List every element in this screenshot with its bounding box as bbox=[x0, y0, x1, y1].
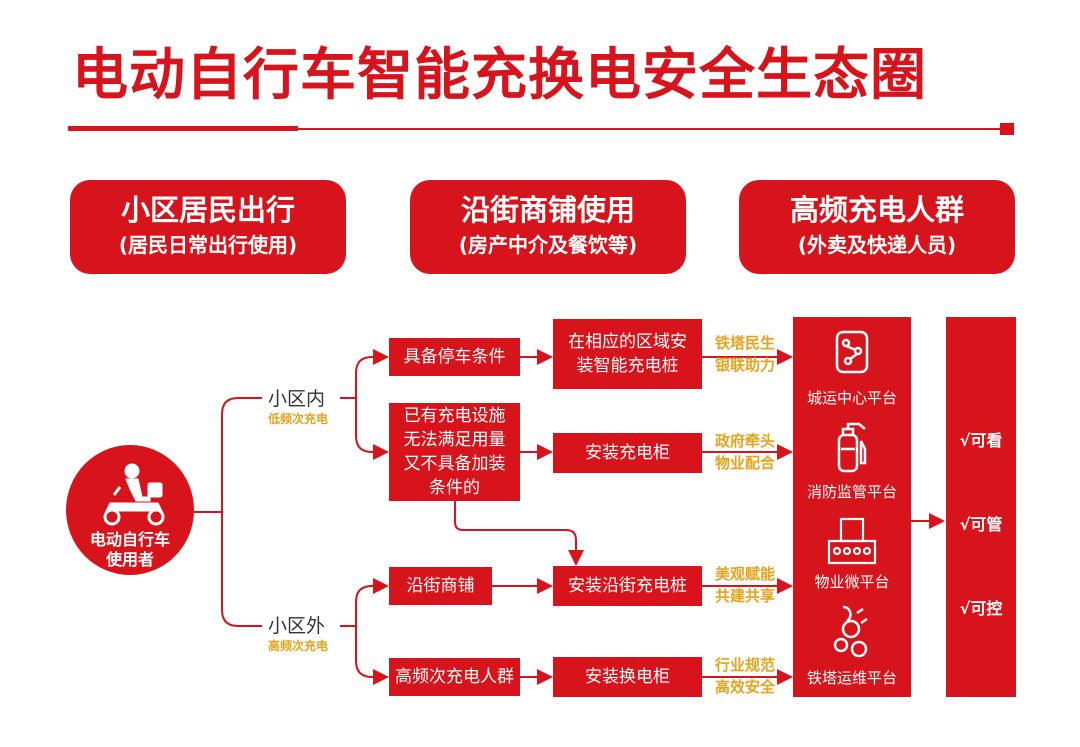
fire-extinguisher-icon bbox=[837, 422, 867, 473]
note-2-line2: 物业配合 bbox=[714, 454, 775, 472]
user-label: 电动自行车 使用者 bbox=[66, 530, 194, 570]
condition-existing-line1: 已有充电设施 bbox=[403, 406, 506, 426]
solution-street-pile: 安装沿街充电桩 bbox=[553, 566, 702, 606]
note-4-line2: 高效安全 bbox=[714, 678, 775, 696]
note-2: 政府牵头 物业配合 bbox=[708, 430, 782, 474]
note-1-line2: 银联助力 bbox=[714, 356, 775, 374]
result-controllable: √可控 bbox=[959, 599, 1003, 618]
condition-highfreq: 高频次充电人群 bbox=[389, 658, 520, 696]
category-highfreq: 高频充电人群 (外卖及快递人员) bbox=[739, 180, 1015, 274]
category-shops-sub: (房产中介及餐饮等) bbox=[458, 233, 638, 257]
branch-inside-sub: 低频次充电 bbox=[268, 412, 329, 426]
user-node bbox=[66, 445, 194, 575]
note-3: 美观赋能 共建共享 bbox=[708, 563, 782, 607]
branch-outside-label: 小区外 bbox=[268, 615, 326, 637]
result-manageable: √可管 bbox=[959, 515, 1003, 534]
category-residents-title: 小区居民出行 bbox=[120, 193, 295, 227]
category-shops-title: 沿街商铺使用 bbox=[460, 193, 635, 227]
platform-column: 城运中心平台 消防监管平台 物业微平台 铁塔运维平台 bbox=[793, 317, 911, 697]
note-3-line2: 共建共享 bbox=[714, 587, 775, 605]
note-3-line1: 美观赋能 bbox=[714, 565, 775, 583]
user-label-line1: 电动自行车 bbox=[89, 530, 170, 549]
title-underline-thin bbox=[298, 128, 1004, 130]
user-label-line2: 使用者 bbox=[105, 550, 154, 569]
solution-cabinet: 安装充电柜 bbox=[553, 433, 702, 473]
ebike-rider-icon bbox=[103, 463, 165, 526]
title-underline-end bbox=[1000, 123, 1014, 135]
branch-outside-sub: 高频次充电 bbox=[268, 639, 329, 653]
category-shops: 沿街商铺使用 (房产中介及餐饮等) bbox=[410, 180, 686, 274]
city-ops-icon bbox=[835, 330, 869, 374]
property-building-icon bbox=[827, 517, 877, 565]
tower-maintenance-icon bbox=[833, 605, 868, 658]
condition-existing-line2: 无法满足用量 bbox=[403, 430, 506, 450]
note-4: 行业规范 高效安全 bbox=[708, 654, 782, 698]
category-highfreq-sub: (外卖及快递人员) bbox=[797, 233, 957, 257]
result-visible: √可看 bbox=[959, 431, 1003, 450]
note-1-line1: 铁塔民生 bbox=[714, 334, 775, 352]
category-residents-sub: (居民日常出行使用) bbox=[118, 233, 298, 257]
solution-swap: 安装换电柜 bbox=[553, 657, 702, 697]
platform-city-ops: 城运中心平台 bbox=[806, 389, 897, 407]
solution-pile: 在相应的区域安 装智能充电桩 bbox=[553, 319, 702, 389]
platform-fire: 消防监管平台 bbox=[806, 483, 897, 501]
condition-existing-line3: 又不具备加装 bbox=[403, 454, 506, 474]
solution-pile-line2: 装智能充电桩 bbox=[576, 356, 679, 376]
category-residents: 小区居民出行 (居民日常出行使用) bbox=[70, 180, 346, 274]
condition-parking: 具备停车条件 bbox=[389, 338, 520, 376]
solution-pile-line1: 在相应的区域安 bbox=[568, 332, 687, 352]
platform-tower: 铁塔运维平台 bbox=[806, 669, 897, 687]
condition-street: 沿街商铺 bbox=[389, 567, 492, 605]
title-underline-thick bbox=[68, 126, 298, 131]
platform-property: 物业微平台 bbox=[814, 573, 890, 591]
condition-existing-line4: 条件的 bbox=[429, 478, 480, 498]
condition-existing: 已有充电设施 无法满足用量 又不具备加装 条件的 bbox=[389, 403, 520, 501]
note-4-line1: 行业规范 bbox=[714, 656, 775, 674]
page-title: 电动自行车智能充换电安全生态圈 bbox=[72, 43, 927, 108]
result-column: √可看 √可管 √可控 bbox=[946, 317, 1016, 697]
note-2-line1: 政府牵头 bbox=[714, 432, 775, 450]
category-highfreq-title: 高频充电人群 bbox=[789, 193, 964, 227]
branch-inside-label: 小区内 bbox=[268, 388, 326, 410]
note-1: 铁塔民生 银联助力 bbox=[708, 332, 782, 376]
